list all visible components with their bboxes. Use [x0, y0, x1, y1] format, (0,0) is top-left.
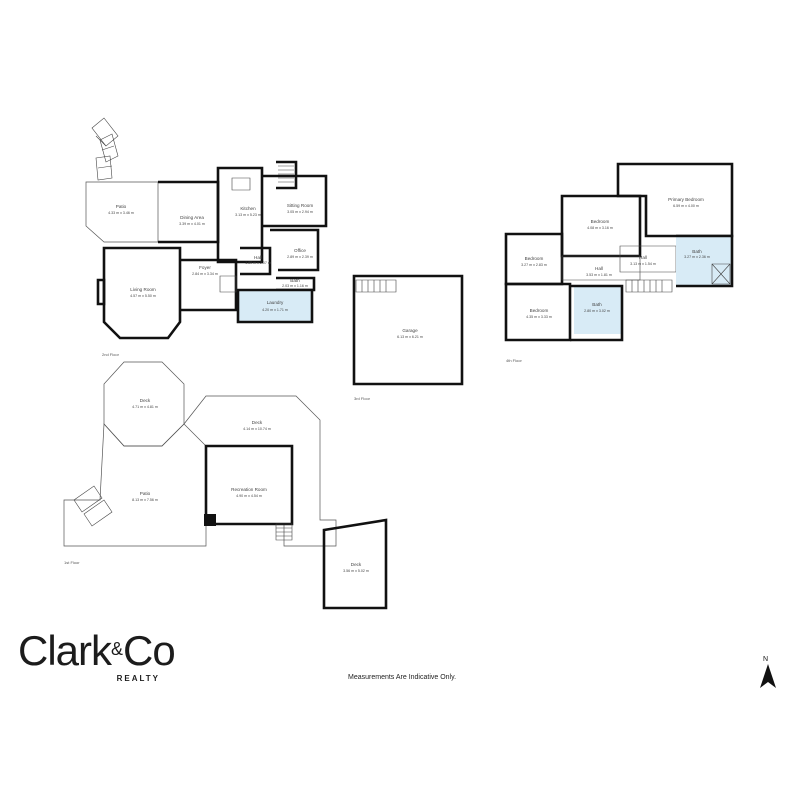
measurement-disclaimer: Measurements Are Indicative Only.: [348, 674, 457, 681]
room-name: Bath: [692, 249, 702, 254]
room-name: Patio: [116, 204, 127, 209]
compass-label: N: [763, 656, 768, 663]
logo-ampersand: &: [111, 639, 124, 659]
room-dims: 4.57 m x 5.50 m: [130, 294, 156, 298]
room-name: Hall: [254, 255, 262, 260]
room-name: Kitchen: [240, 206, 256, 211]
room-dims: 3.27 m x 2.36 m: [684, 255, 710, 259]
room-dims: 3.27 m x 2.83 m: [521, 263, 547, 267]
room-dims: 4.71 m x 4.81 m: [132, 405, 158, 409]
room-dims: 3.39 m x 4.01 m: [179, 222, 205, 226]
room-name: Laundry: [267, 300, 284, 305]
room-name: Recreation Room: [231, 487, 267, 492]
floor-label: 3rd Floor: [354, 396, 371, 401]
logo-text: Clark: [18, 627, 112, 674]
room-dims: 3.53 m x 1.81 m: [586, 273, 612, 277]
floor-2: Patio 4.33 m x 3.46 m Dining Area 3.39 m…: [85, 117, 328, 357]
room-dims: 2.03 m x 1.16 m: [282, 284, 308, 288]
room-dims: 2.89 m x 2.39 m: [287, 255, 313, 259]
room-dims: 4.33 m x 3.46 m: [108, 211, 134, 215]
logo-text-2: Co: [123, 627, 176, 674]
room-dims: 4.20 m x 1.71 m: [262, 308, 288, 312]
room-name: Office: [294, 248, 306, 253]
patio-steps-lower: [73, 485, 113, 527]
room-dims: 2.84 m x 3.34 m: [192, 272, 218, 276]
north-arrow-icon: N: [760, 656, 776, 688]
room-dims: 6.59 m x 4.00 m: [673, 204, 699, 208]
room-dims: 3.05 m x 2.94 m: [287, 210, 313, 214]
floor-3: Garage 6.13 m x 6.21 m 3rd Floor: [352, 274, 464, 401]
floor-4: Primary Bedroom 6.59 m x 4.00 m Bedroom …: [504, 162, 734, 363]
room-dims: 3.13 m x 5.23 m: [235, 213, 261, 217]
room-name: Deck: [140, 398, 151, 403]
room-dims: 3.13 m x 1.54 m: [630, 262, 656, 266]
patio-steps: [91, 117, 119, 181]
room-dims: 2.80 m x 3.02 m: [584, 309, 610, 313]
room-name: Hall: [595, 266, 603, 271]
room-name: Hall: [639, 255, 647, 260]
room-name: Bedroom: [591, 219, 610, 224]
room-dims: 8.13 m x 7.56 m: [132, 498, 158, 502]
floor-label: 4th Floor: [506, 358, 522, 363]
room-name: Primary Bedroom: [668, 197, 704, 202]
room-name: Bath: [290, 278, 300, 283]
company-logo: Clark&Co REALTY: [18, 627, 176, 688]
logo-subtitle: REALTY: [116, 674, 160, 683]
room-dims: 4.08 m x 3.16 m: [587, 226, 613, 230]
room-name: Sitting Room: [287, 203, 313, 208]
floor-label: 2nd Floor: [102, 352, 120, 357]
room-name: Dining Area: [180, 215, 204, 220]
room-dims: 6.13 m x 6.21 m: [397, 335, 423, 339]
room-dims: 4.35 m x 3.33 m: [526, 315, 552, 319]
room-dims: 3.56 m x 5.02 m: [343, 569, 369, 573]
room-dims: 4.14 m x 10.74 m: [243, 427, 271, 431]
room-name: Living Room: [130, 287, 156, 292]
room-name: Patio: [140, 491, 151, 496]
room-name: Bath: [592, 302, 602, 307]
room-name: Foyer: [199, 265, 211, 270]
room-name: Deck: [252, 420, 263, 425]
room-name: Deck: [351, 562, 362, 567]
room-dims: 1.80 m x 2.07 m: [245, 261, 271, 265]
floor-label: 1st Floor: [64, 560, 80, 565]
room-name: Bedroom: [530, 308, 549, 313]
room-dims: 4.90 m x 4.54 m: [236, 494, 262, 498]
room-name: Bedroom: [525, 256, 544, 261]
room-name: Garage: [402, 328, 418, 333]
floor-1: Deck 4.71 m x 4.81 m Deck 4.14 m x 10.74…: [63, 361, 388, 610]
